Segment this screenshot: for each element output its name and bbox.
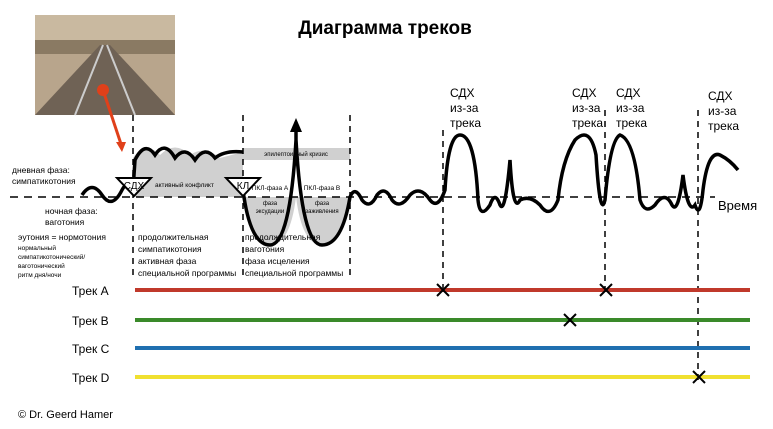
svg-text:трека: трека [572, 116, 603, 130]
track-c: Трек C [72, 342, 750, 356]
normal-rhythm-4: ритм дня/ночи [18, 272, 62, 279]
svg-text:Трек B: Трек B [72, 314, 109, 328]
sympa-label-3: активная фаза [138, 256, 197, 266]
svg-text:КЛ: КЛ [237, 181, 249, 192]
epi-crisis-label: эпилептоидный кризис [264, 151, 328, 158]
pcl-b-sub2: заживления [305, 209, 338, 215]
day-phase-label-2: симпатикотония [12, 176, 76, 186]
svg-text:СДХ: СДХ [572, 86, 597, 100]
svg-text:трека: трека [450, 116, 481, 130]
track-d: Трек D [72, 371, 750, 385]
vago-label-1: продолждительная [245, 232, 321, 242]
svg-text:СДХ: СДХ [124, 181, 145, 192]
pcl-a-sub1: фаза [263, 201, 278, 207]
svg-text:Трек A: Трек A [72, 284, 109, 298]
normal-rhythm-3: ваготонический [18, 262, 65, 270]
sdh-marker: СДХ [114, 177, 154, 198]
active-conflict-label: активный конфликт [155, 181, 214, 189]
pcl-b-label: ПКЛ-фаза В [304, 185, 341, 192]
svg-text:трека: трека [708, 119, 739, 133]
normal-rhythm-2: симпатикотонический/ [18, 253, 85, 261]
svg-text:СДХ: СДХ [450, 86, 475, 100]
copyright: © Dr. Geerd Hamer [18, 409, 113, 421]
tonus-curve [80, 125, 740, 247]
vago-label-4: специальной программы [245, 268, 343, 278]
pointer-arrow [101, 89, 123, 145]
svg-text:из-за: из-за [708, 104, 737, 118]
normal-rhythm-1: нормальный [18, 244, 56, 252]
pcl-a-label: ПКЛ-фаза А [252, 185, 289, 192]
night-phase-label-2: ваготония [45, 217, 85, 227]
vago-label-3: фаза исцеления [245, 256, 310, 266]
railway-photo [35, 15, 175, 116]
svg-text:СДХ: СДХ [708, 89, 733, 103]
svg-text:из-за: из-за [450, 101, 479, 115]
time-axis-label: Время [718, 198, 757, 213]
kl-marker: КЛ [223, 177, 263, 198]
track-a: Трек A [72, 284, 750, 298]
sympa-label-1: продолжительная [138, 232, 209, 242]
vago-label-2: ваготония [245, 244, 285, 254]
track-b: Трек B [72, 314, 750, 328]
sympa-label-2: симпатикотония [138, 244, 202, 254]
track-cross-marks [436, 283, 706, 384]
pcl-a-sub2: эксудации [256, 209, 285, 215]
svg-text:из-за: из-за [572, 101, 601, 115]
svg-text:Трек C: Трек C [72, 342, 110, 356]
svg-text:из-за: из-за [616, 101, 645, 115]
diagram-title: Диаграмма треков [298, 18, 472, 39]
sympa-label-4: специальной программы [138, 268, 236, 278]
svg-text:СДХ: СДХ [616, 86, 641, 100]
svg-text:трека: трека [616, 116, 647, 130]
svg-text:Трек D: Трек D [72, 371, 110, 385]
eutonia-label: эутония = нормотония [18, 232, 106, 242]
night-phase-label: ночная фаза: [45, 206, 98, 216]
day-phase-label: дневная фаза: [12, 165, 70, 175]
crisis-arrow-icon [290, 118, 302, 132]
pcl-b-sub1: фаза [315, 201, 330, 207]
